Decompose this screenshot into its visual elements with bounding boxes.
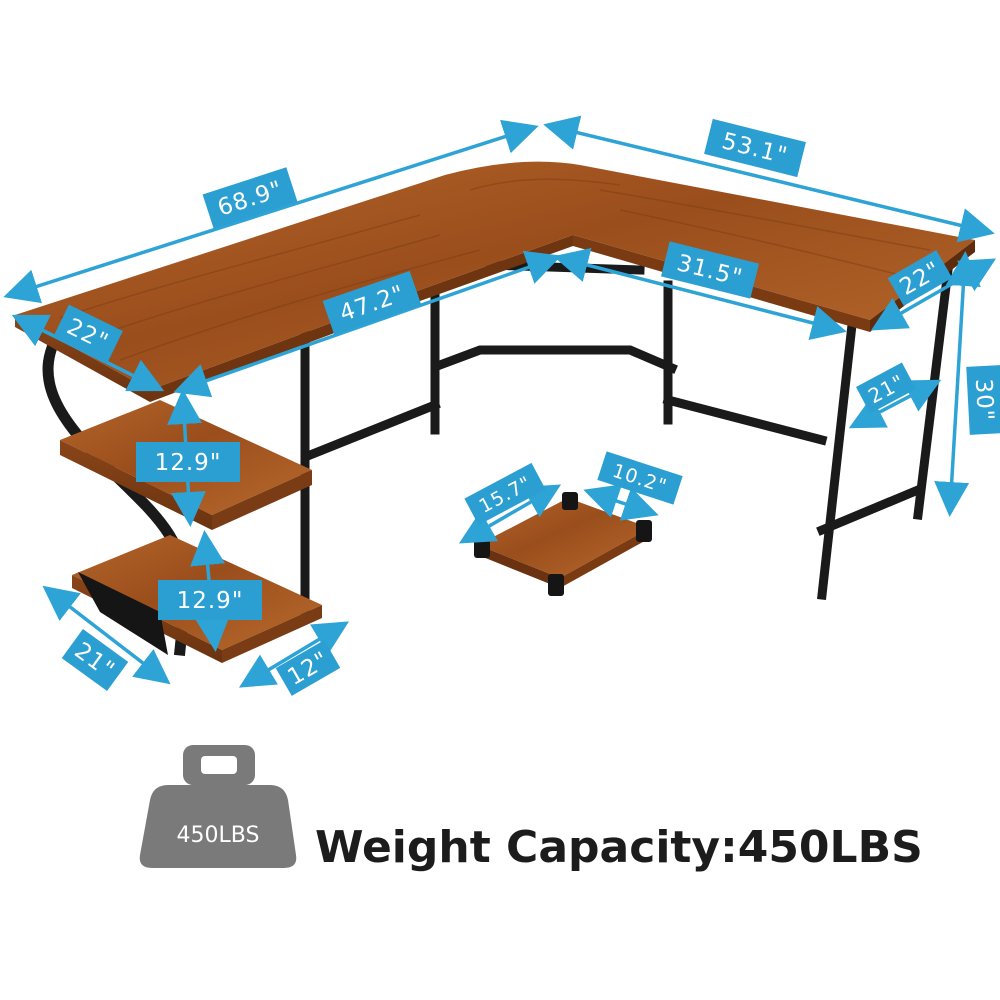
dimension-arrows [3, 115, 997, 688]
svg-text:12.9": 12.9" [155, 450, 222, 476]
dim-label-shelf-width: 12" [275, 640, 341, 696]
desk-top [15, 161, 975, 402]
dim-label-stand-width: 10.2" [597, 451, 683, 505]
desk-top-surface [15, 161, 975, 390]
svg-text:450LBS: 450LBS [177, 823, 260, 848]
dim-label-shelf-gap-upper: 12.9" [136, 442, 240, 482]
dim-label-leg-depth: 21" [856, 362, 916, 414]
upper-shelf-edge-front [212, 470, 312, 530]
weight-icon: 450LBS [139, 745, 297, 868]
dim-label-height: 30" [966, 365, 1000, 435]
dim-label-shelf-gap-lower: 12.9" [158, 580, 262, 620]
svg-text:12.9": 12.9" [177, 588, 244, 614]
cpu-stand-edge [478, 545, 560, 588]
weight-capacity-caption: Weight Capacity:450LBS [315, 822, 923, 873]
dim-label-shelf-depth: 21" [61, 628, 129, 692]
cpu-stand-edge2 [560, 528, 650, 588]
svg-text:30": 30" [970, 378, 998, 422]
side-shelves [60, 400, 322, 663]
